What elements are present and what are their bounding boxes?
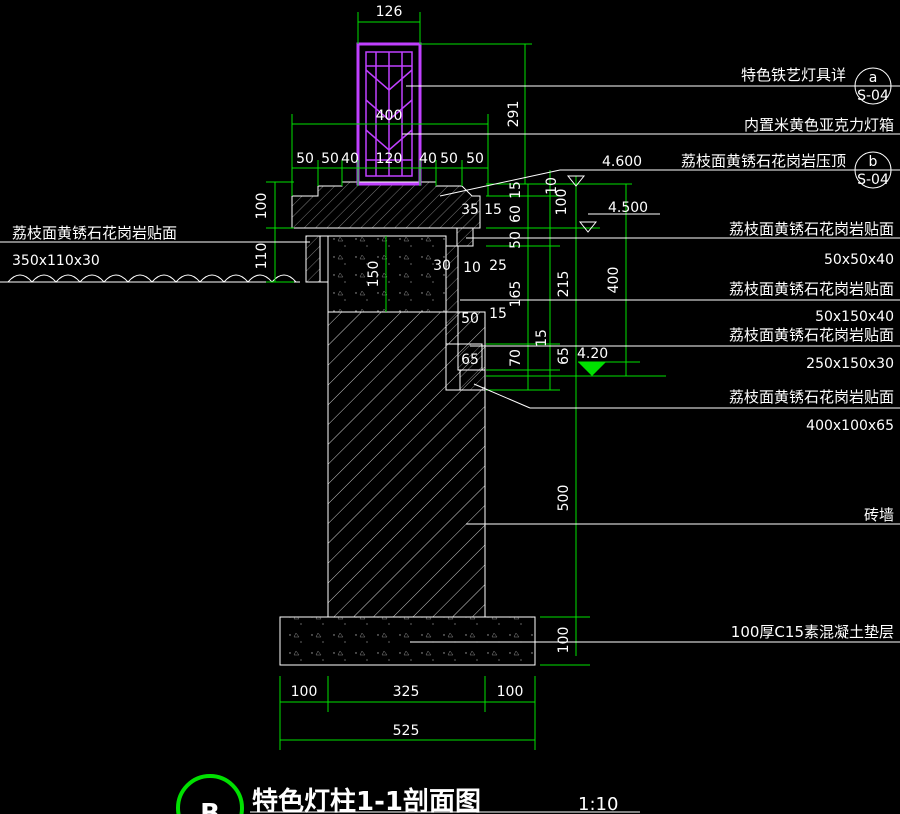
dim-lamp-box: 400 xyxy=(376,108,403,124)
callout-cladding-1-size: 50x50x40 xyxy=(824,252,894,268)
dim-d50: 50 xyxy=(461,311,479,327)
dim-footing-100: 100 xyxy=(556,627,572,654)
callout-lamp-detail: 特色铁艺灯具详 xyxy=(741,66,846,84)
callout-cladding-4-size: 400x100x65 xyxy=(806,418,894,434)
dim-bottom-3: 100 xyxy=(497,684,524,700)
dim-d15: 15 xyxy=(484,202,502,218)
callout-concrete-bed: 100厚C15素混凝土垫层 xyxy=(731,623,894,641)
dim-bottom-1: 100 xyxy=(291,684,318,700)
dim-d65: 65 xyxy=(461,352,479,368)
dim-d10: 10 xyxy=(463,260,481,276)
dim-stack-70: 70 xyxy=(508,349,524,367)
dim-stack-60: 60 xyxy=(508,205,524,223)
dim-lamp-width: 126 xyxy=(376,4,403,20)
concrete-footing xyxy=(279,616,536,666)
callout-cladding-3-size: 250x150x30 xyxy=(806,356,894,372)
right-cladding-mid xyxy=(445,245,459,345)
dim-d15b: 15 xyxy=(489,306,507,322)
callout-cladding-1: 荔枝面黄锈石花岗岩贴面 xyxy=(729,220,894,238)
elevation-ground: 4.20 xyxy=(577,346,608,362)
ground-line xyxy=(0,274,300,283)
callout-cladding-3: 荔枝面黄锈石花岗岩贴面 xyxy=(729,326,894,344)
right-cladding-top xyxy=(456,227,474,247)
dim-small-15: 15 xyxy=(534,329,550,347)
upper-core xyxy=(327,235,447,313)
wall-right-edge xyxy=(445,312,486,617)
dim-outer-100: 100 xyxy=(554,189,570,216)
ref-bubble-b xyxy=(854,151,892,189)
dim-cap-4: 120 xyxy=(376,151,403,167)
callout-coping: 荔枝面黄锈石花岗岩压顶 xyxy=(681,152,846,170)
ref-letter-b: b xyxy=(869,154,878,170)
title-badge-circle xyxy=(176,774,244,814)
callout-cladding-2: 荔枝面黄锈石花岗岩贴面 xyxy=(729,280,894,298)
dim-cap-2: 50 xyxy=(321,151,339,167)
callout-light-box: 内置米黄色亚克力灯箱 xyxy=(744,116,894,134)
dim-d30: 30 xyxy=(433,258,451,274)
dim-d25: 25 xyxy=(489,258,507,274)
callout-cladding-4: 荔枝面黄锈石花岗岩贴面 xyxy=(729,388,894,406)
dim-cap-height: 100 xyxy=(254,193,270,220)
dim-stack-15: 15 xyxy=(508,181,524,199)
iron-lamp xyxy=(356,42,422,186)
dim-bottom-total: 525 xyxy=(393,723,420,739)
dim-panel-150: 150 xyxy=(366,261,382,288)
dimension-lines xyxy=(0,12,900,750)
ground-level-marker xyxy=(578,362,606,376)
dim-cap-1: 50 xyxy=(296,151,314,167)
ref-bubble-a xyxy=(854,67,892,105)
coping-stone xyxy=(291,181,481,229)
dim-cap-7: 50 xyxy=(466,151,484,167)
ref-sheet-b: S-04 xyxy=(857,172,889,188)
ref-sheet-a: S-04 xyxy=(857,88,889,104)
elevation-mid: 4.500 xyxy=(608,200,648,216)
callout-brick-wall: 砖墙 xyxy=(864,506,894,524)
dim-base-cladding: 110 xyxy=(254,243,270,270)
title-badge-letter: B xyxy=(200,799,220,814)
dim-wall-500: 500 xyxy=(556,485,572,512)
left-callout-material: 荔枝面黄锈石花岗岩贴面 xyxy=(12,224,177,242)
dim-stack-165: 165 xyxy=(508,281,524,308)
dim-top-10: 10 xyxy=(544,177,560,195)
dim-cap-6: 50 xyxy=(440,151,458,167)
elevation-top: 4.600 xyxy=(602,154,642,170)
dim-stack-50: 50 xyxy=(508,231,524,249)
left-cladding-joint xyxy=(319,235,329,283)
dim-cap-5: 40 xyxy=(419,151,437,167)
drawing-title: 特色灯柱1-1剖面图 xyxy=(252,786,481,814)
left-callout-size: 350x110x30 xyxy=(12,253,100,269)
left-cladding xyxy=(305,235,321,283)
callout-cladding-2-size: 50x150x40 xyxy=(815,309,894,325)
dim-bottom-2: 325 xyxy=(393,684,420,700)
dim-outer-215: 215 xyxy=(556,271,572,298)
dim-far-400: 400 xyxy=(606,267,622,294)
dim-lamp-height: 291 xyxy=(506,101,522,128)
ref-letter-a: a xyxy=(869,70,878,86)
elevation-markers xyxy=(566,175,660,376)
drawing-scale: 1:10 xyxy=(578,794,618,814)
dim-cap-3: 40 xyxy=(341,151,359,167)
dim-outer-65: 65 xyxy=(556,347,572,365)
dim-d35: 35 xyxy=(461,202,479,218)
